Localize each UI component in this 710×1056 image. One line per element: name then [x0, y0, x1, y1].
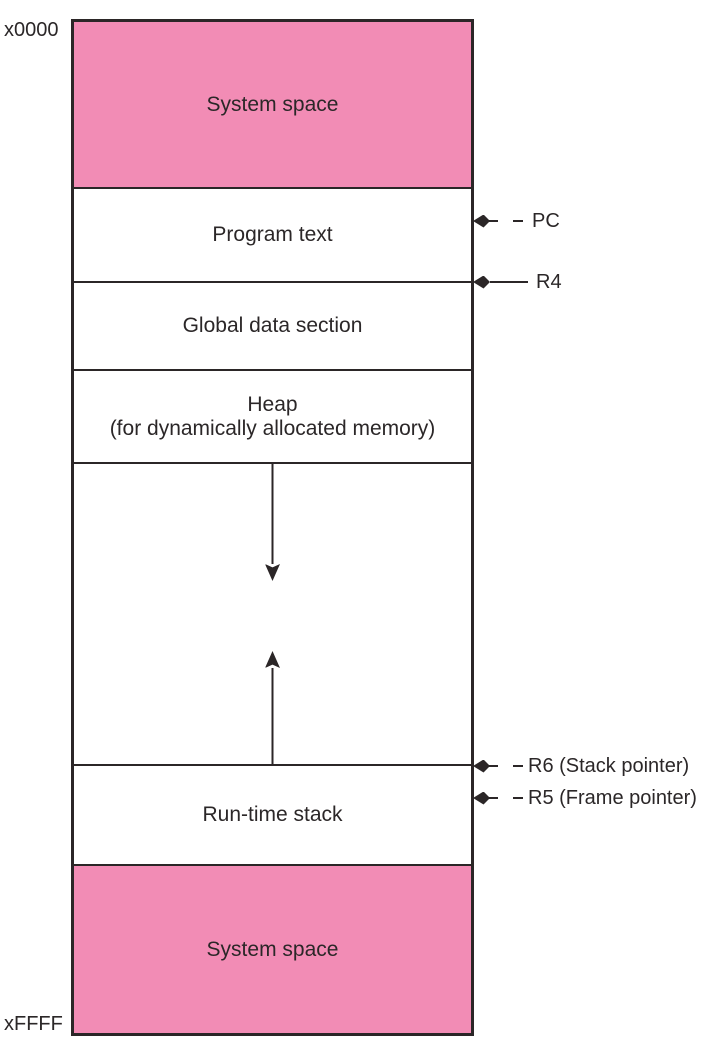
- left-arrowhead-icon: [473, 759, 490, 773]
- left-arrowhead-icon: [473, 214, 490, 228]
- pointer-pc: PC: [473, 211, 560, 231]
- pointer-r4: R4: [473, 272, 562, 292]
- section-global-data-label: Global data section: [182, 314, 363, 337]
- pointer-r5-label: R5 (Frame pointer): [528, 787, 697, 809]
- left-arrowhead-icon: [473, 791, 490, 805]
- address-label-top: x0000: [4, 19, 59, 41]
- pointer-line-segment: [488, 797, 498, 799]
- left-arrowhead-icon: [473, 275, 490, 289]
- section-heap: Heap (for dynamically allocated memory): [74, 371, 471, 464]
- section-free-space: [74, 464, 471, 766]
- section-run-time-stack: Run-time stack: [74, 766, 471, 866]
- pointer-dash-segment: [513, 220, 523, 222]
- pointer-r5: R5 (Frame pointer): [473, 788, 697, 808]
- down-arrowhead-icon: [265, 564, 280, 581]
- section-global-data: Global data section: [74, 283, 471, 371]
- pointer-dash-segment: [513, 765, 523, 767]
- pointer-r6: R6 (Stack pointer): [473, 756, 689, 776]
- pointer-pc-label: PC: [532, 210, 560, 232]
- section-heap-label: Heap (for dynamically allocated memory): [110, 393, 436, 441]
- section-run-time-stack-label: Run-time stack: [202, 803, 343, 826]
- section-program-text: Program text: [74, 189, 471, 283]
- heap-label-line1: Heap: [247, 392, 298, 416]
- section-system-space-top: System space: [74, 22, 471, 189]
- heap-growth-down-arrow-icon: [265, 464, 280, 581]
- heap-label-line2: (for dynamically allocated memory): [109, 416, 436, 440]
- down-arrow-shaft: [271, 464, 274, 564]
- pointer-line-segment: [488, 220, 498, 222]
- section-program-text-label: Program text: [212, 223, 333, 246]
- pointer-r4-label: R4: [536, 271, 562, 293]
- pointer-r6-label: R6 (Stack pointer): [528, 755, 690, 777]
- pointer-line-segment: [490, 281, 528, 283]
- up-arrowhead-icon: [265, 651, 280, 668]
- pointer-dash-segment: [513, 797, 523, 799]
- section-system-space-top-label: System space: [206, 92, 339, 116]
- section-system-space-bottom: System space: [74, 866, 471, 1033]
- pointer-line-segment: [488, 765, 498, 767]
- address-label-bottom: xFFFF: [4, 1013, 63, 1035]
- stack-growth-up-arrow-icon: [265, 651, 280, 764]
- up-arrow-shaft: [271, 668, 274, 764]
- section-system-space-bottom-label: System space: [206, 937, 339, 961]
- memory-column: System space Program text Global data se…: [71, 19, 474, 1036]
